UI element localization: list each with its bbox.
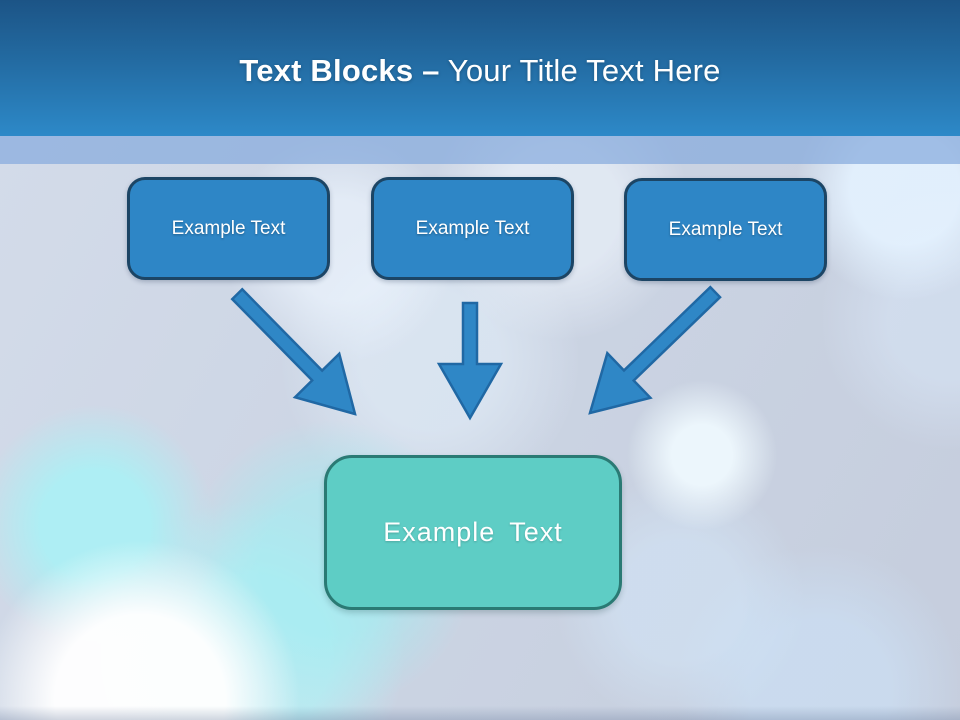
text-block-1-label: Example Text (171, 217, 286, 239)
slide-title: Text Blocks – Your Title Text Here (239, 47, 720, 89)
title-banner: Text Blocks – Your Title Text Here (0, 0, 960, 136)
text-block-1: Example Text (127, 177, 330, 280)
bottom-edge-shadow (0, 706, 960, 720)
slide-title-bold: Text Blocks – (239, 53, 440, 88)
slide-title-regular: Your Title Text Here (439, 53, 721, 88)
text-block-3-label: Example Text (668, 218, 783, 240)
text-block-3: Example Text (624, 178, 827, 281)
result-block-label: Example Text (383, 517, 563, 547)
text-block-2: Example Text (371, 177, 574, 280)
text-block-2-label: Example Text (415, 217, 530, 239)
banner-highlight-strip (0, 136, 960, 164)
result-block: Example Text (324, 455, 622, 610)
